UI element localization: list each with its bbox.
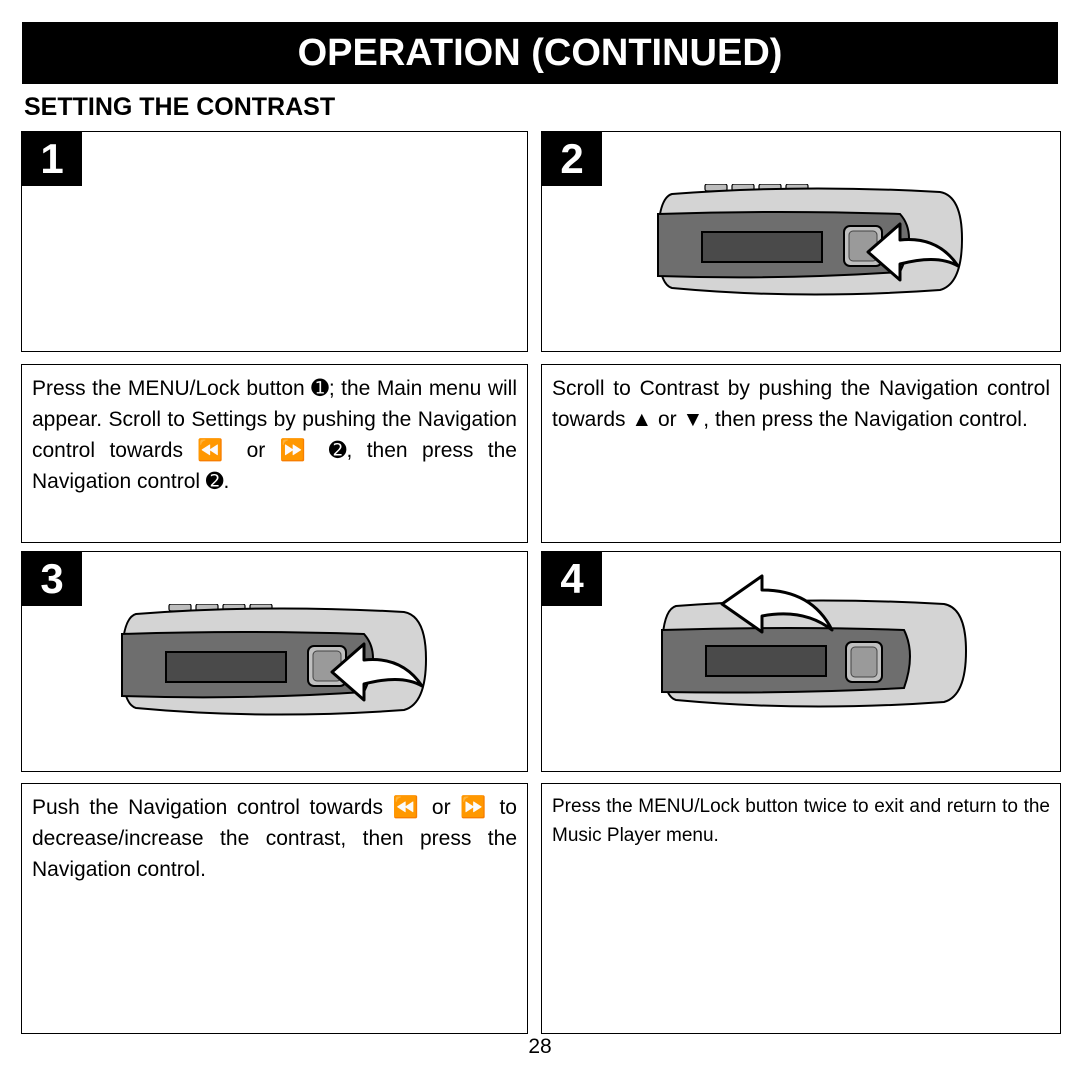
step-4-image-panel: 4	[541, 551, 1061, 772]
step-2-image-panel: 2	[541, 131, 1061, 352]
step-3-instructions: Push the Navigation control towards ⏪ or…	[32, 796, 517, 881]
header-bar: OPERATION (CONTINUED)	[22, 22, 1058, 84]
step-number: 2	[542, 132, 602, 186]
step-number: 1	[22, 132, 82, 186]
section-title: SETTING THE CONTRAST	[24, 93, 336, 121]
page-title: OPERATION (CONTINUED)	[297, 32, 783, 74]
mp3-player-illustration	[660, 574, 968, 708]
step-1-image-panel: 1	[21, 131, 528, 352]
step-1-text-panel: Press the MENU/Lock button ➊; the Main m…	[21, 364, 528, 543]
step-3-image-panel: 3	[21, 551, 528, 772]
step-3-text-panel: Push the Navigation control towards ⏪ or…	[21, 783, 528, 1034]
step-number: 3	[22, 552, 82, 606]
mp3-player-illustration	[657, 184, 963, 296]
page-number: 28	[528, 1035, 552, 1058]
step-1-instructions: Press the MENU/Lock button ➊; the Main m…	[32, 377, 517, 493]
mp3-player-illustration	[121, 604, 427, 716]
step-2-instructions: Scroll to Contrast by pushing the Naviga…	[552, 377, 1050, 431]
step-number: 4	[542, 552, 602, 606]
step-4-instructions: Press the MENU/Lock button twice to exit…	[552, 796, 1050, 846]
step-4-text-panel: Press the MENU/Lock button twice to exit…	[541, 783, 1061, 1034]
step-2-text-panel: Scroll to Contrast by pushing the Naviga…	[541, 364, 1061, 543]
